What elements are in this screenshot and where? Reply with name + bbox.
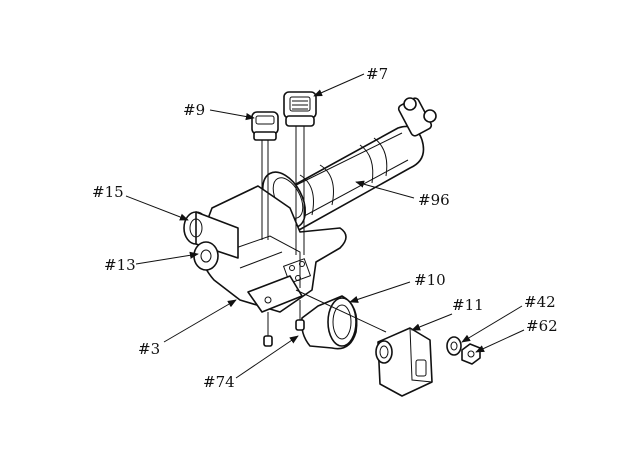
callout-7: #7 [366,65,388,83]
ring-part [295,289,387,350]
callout-74: #74 [203,373,235,391]
callout-9: #9 [183,101,205,119]
knob-large-part [283,91,317,255]
callout-42: #42 [524,293,556,311]
clevis-block-part [375,327,433,397]
callout-13: #13 [104,256,136,274]
washer-part [446,336,462,356]
callout-15: #15 [92,183,124,201]
leader-lines [125,73,525,379]
callout-3: #3 [138,340,160,358]
callout-96: #96 [418,191,450,209]
knob-small-part [251,111,279,240]
callout-62: #62 [526,317,558,335]
screws-part [263,300,305,347]
callout-10: #10 [414,271,446,289]
callout-11: #11 [452,296,484,314]
nut-part [461,343,481,365]
pivot-pin-part [183,211,239,271]
